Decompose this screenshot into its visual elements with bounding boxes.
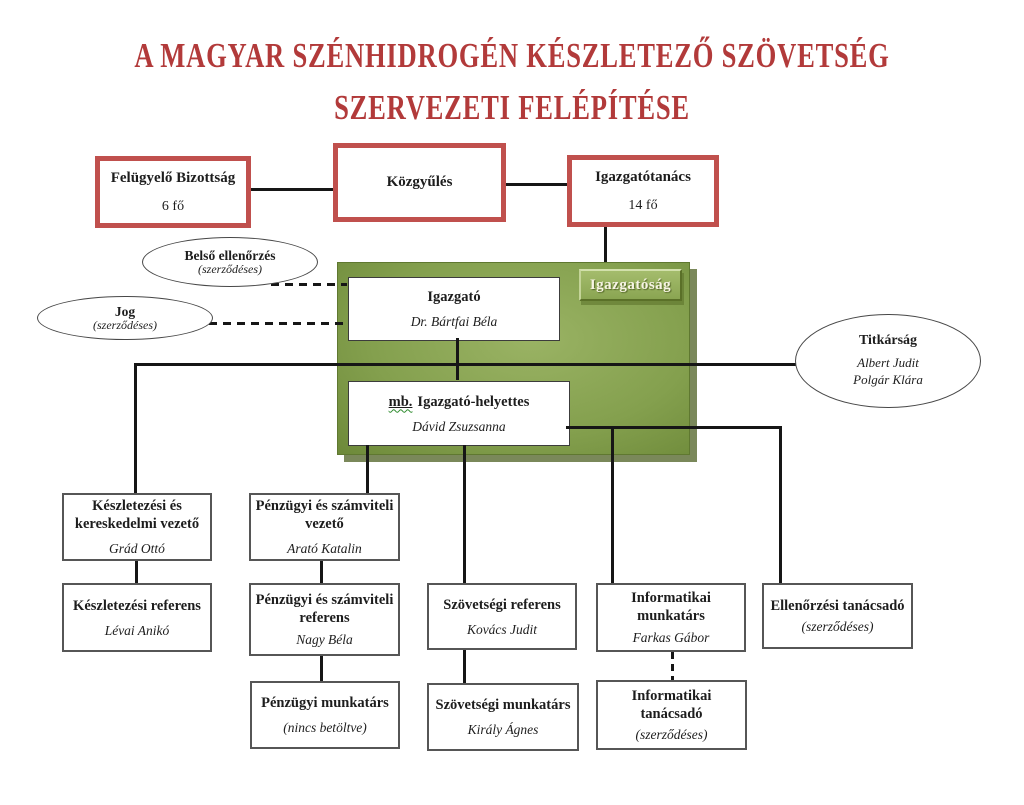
connector-right-branch (566, 426, 782, 429)
box-keszletezesi-referens: Készletezési referens Lévai Anikó (62, 583, 212, 652)
box-title: Informatikai tanácsadó (631, 688, 712, 723)
panel-label-igazgatosag: Igazgatóság (579, 269, 682, 301)
connector-penzugyi-referens (320, 561, 323, 583)
page-title-line2: SZERVEZETI FELÉPÍTÉSE (334, 88, 690, 127)
box-title: mb.Igazgató-helyettes (389, 393, 530, 411)
connector-to-ellenorzesi-tanacsado (779, 426, 782, 583)
box-szovetsegi-referens: Szövetségi referens Kovács Judit (427, 583, 577, 650)
box-name: Király Ágnes (467, 722, 539, 738)
ellipse-title: Jog (114, 303, 136, 319)
box-penzugyi-referens: Pénzügyi és számviteli referens Nagy Bél… (249, 583, 400, 656)
box-title: Ellenőrzési tanácsadó (770, 598, 905, 615)
box-title: Igazgató (427, 289, 481, 306)
box-title: Készletezési referens (73, 597, 201, 614)
box-name: (szerződéses) (801, 619, 874, 635)
dashed-connector-jog (209, 322, 347, 325)
connector-keszletezesi-referens (135, 561, 138, 583)
box-name: (nincs betöltve) (283, 720, 367, 736)
box-name: Grád Ottó (109, 541, 165, 557)
connector-igazgato-helyettes (456, 338, 459, 380)
ellipse-jog: Jog (szerződéses) (37, 296, 213, 340)
box-title: Szövetségi referens (443, 596, 561, 613)
box-title: Felügyelő Bizottság (110, 170, 236, 187)
connector-felugyelo-kozgyules (251, 188, 333, 191)
box-title: Informatikai munkatárs (631, 590, 711, 625)
box-title: Igazgatótanács (595, 169, 691, 186)
box-informatikai-tanacsado: Informatikai tanácsadó (szerződéses) (596, 680, 747, 750)
box-name: Arató Katalin (287, 541, 362, 557)
connector-kozgyules-igazgatotanacs (506, 183, 567, 186)
connector-to-szovetsegi-referens (463, 445, 466, 583)
box-kozgyules: Közgyűlés (333, 143, 506, 222)
box-igazgato: Igazgató Dr. Bártfai Béla (348, 277, 560, 341)
box-penzugyi-vezeto: Pénzügyi és számviteli vezető Arató Kata… (249, 493, 400, 561)
title-prefix: mb. (388, 393, 413, 410)
box-title: Készletezési és kereskedelmi vezető (74, 498, 200, 533)
box-name: Nagy Béla (296, 632, 353, 648)
ellipse-note: (szerződéses) (198, 262, 262, 277)
connector-main-horizontal (134, 363, 796, 366)
box-name: Dr. Bártfai Béla (410, 314, 498, 330)
connector-to-keszletezesi-vezeto (134, 363, 137, 493)
title-rest: Igazgató-helyettes (417, 393, 530, 410)
box-igazgato-helyettes: mb.Igazgató-helyettes Dávid Zsuzsanna (348, 381, 570, 446)
igazgatosag-panel: Igazgatóság Igazgató Dr. Bártfai Béla mb… (337, 262, 690, 455)
connector-to-informatikai-munkatars (611, 426, 614, 583)
box-felugyelo-bizottsag: Felügyelő Bizottság 6 fő (95, 156, 251, 228)
box-headcount: 14 fő (628, 197, 658, 213)
ellipse-title: Titkárság (858, 333, 918, 349)
box-title: Pénzügyi munkatárs (261, 695, 389, 712)
ellipse-note: (szerződéses) (93, 318, 157, 333)
box-headcount: 6 fő (161, 198, 185, 214)
connector-igazgatotanacs-panel (604, 227, 607, 262)
connector-szovetsegi-munkatars (463, 650, 466, 683)
ellipse-name-2: Polgár Klára (853, 372, 923, 388)
box-name: Kovács Judit (466, 621, 538, 637)
page-title-line1: A MAGYAR SZÉNHIDROGÉN KÉSZLETEZŐ SZÖVETS… (134, 36, 890, 75)
box-name: (szerződéses) (635, 727, 708, 743)
dashed-connector-informatikai-tanacsado (671, 652, 674, 680)
connector-penzugyi-munkatars (320, 656, 323, 681)
box-title: Pénzügyi és számviteli referens (255, 592, 394, 627)
ellipse-belso-ellenorzes: Belső ellenőrzés (szerződéses) (142, 237, 318, 287)
box-title: Közgyűlés (386, 174, 453, 191)
ellipse-name-1: Albert Judit (857, 355, 919, 371)
box-title: Szövetségi munkatárs (435, 697, 571, 714)
box-penzugyi-munkatars: Pénzügyi munkatárs (nincs betöltve) (250, 681, 400, 749)
dashed-connector-belso-ellenorzes (271, 283, 347, 286)
box-keszletezesi-vezeto: Készletezési és kereskedelmi vezető Grád… (62, 493, 212, 561)
connector-to-penzugyi-vezeto (366, 445, 369, 493)
ellipse-title: Belső ellenőrzés (184, 247, 276, 263)
box-name: Lévai Anikó (104, 622, 170, 638)
ellipse-titkarsag: Titkárság Albert Judit Polgár Klára (795, 314, 981, 408)
box-name: Farkas Gábor (632, 630, 710, 646)
box-informatikai-munkatars: Informatikai munkatárs Farkas Gábor (596, 583, 746, 652)
box-name: Dávid Zsuzsanna (412, 418, 506, 434)
box-igazgatotanacs: Igazgatótanács 14 fő (567, 155, 719, 227)
box-ellenorzesi-tanacsado: Ellenőrzési tanácsadó (szerződéses) (762, 583, 913, 649)
box-szovetsegi-munkatars: Szövetségi munkatárs Király Ágnes (427, 683, 579, 751)
box-title: Pénzügyi és számviteli vezető (255, 498, 394, 533)
title-prefix-underline: mb. (389, 394, 413, 410)
